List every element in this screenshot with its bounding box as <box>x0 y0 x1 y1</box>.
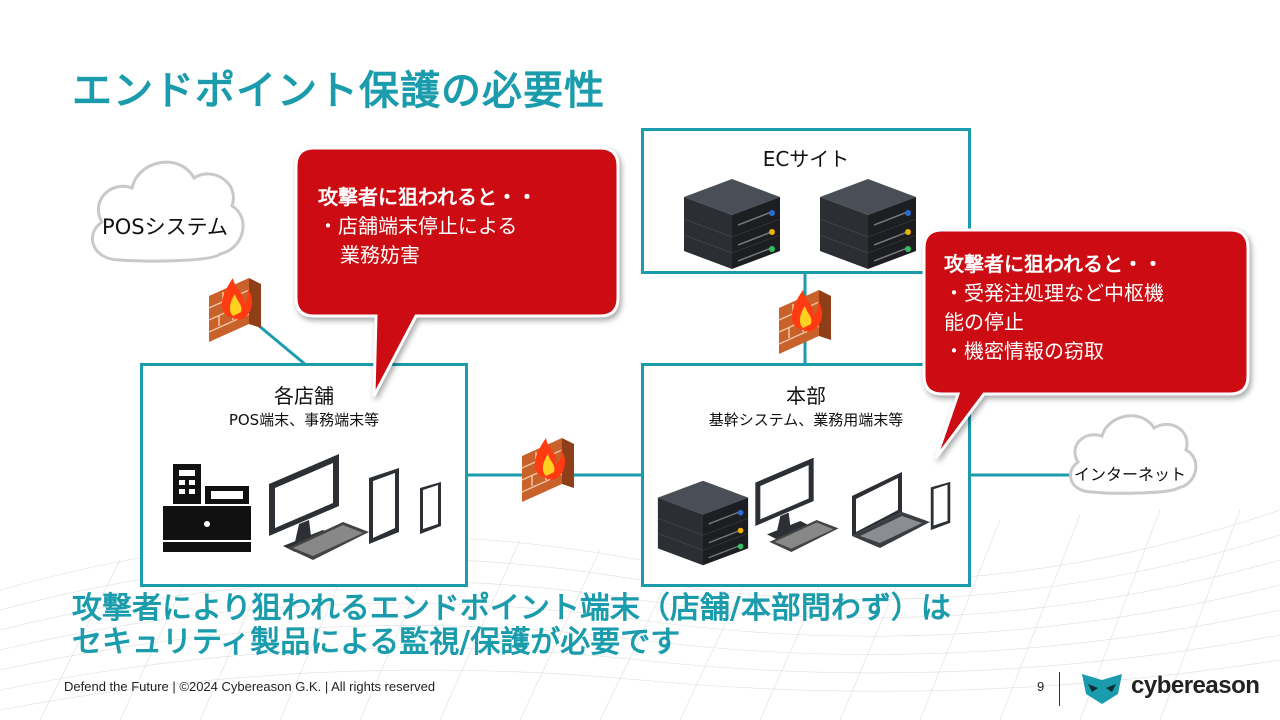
callout-hq-heading: 攻撃者に狙われると・・ <box>944 252 1163 276</box>
brand-name: cybereason <box>1131 672 1260 699</box>
key-message-line1: 攻撃者により狙われるエンドポイント端末（店舗/本部問わず）は <box>72 591 951 626</box>
store-title: 各店舗 <box>274 384 334 408</box>
firewall-icon <box>521 438 574 502</box>
ec-site-box: ECサイト <box>641 128 971 274</box>
hq-title: 本部 <box>786 384 826 408</box>
page-number: 9 <box>1037 679 1045 694</box>
callout-hq-line1: ・受発注処理など中枢機 <box>944 281 1164 305</box>
server-icon <box>684 179 780 269</box>
keyboard-icon <box>769 519 839 553</box>
monitor-icon <box>755 457 814 540</box>
hq-subtitle: 基幹システム、業務用端末等 <box>708 411 904 429</box>
cloud-icon <box>1068 414 1198 495</box>
store-subtitle: POS端末、事務端末等 <box>228 411 380 429</box>
smartphone-icon <box>930 481 951 531</box>
smartphone-icon <box>420 482 441 534</box>
callout-hq-line2: 能の停止 <box>944 310 1024 334</box>
key-message-line2: セキュリティ製品による監視/保護が必要です <box>72 625 681 660</box>
pos-system-label: POSシステム <box>102 215 228 239</box>
keyboard-icon <box>287 522 369 560</box>
callout-hq-text: 攻撃者に狙われると・・ ・受発注処理など中枢機 能の停止 ・機密情報の窃取 <box>944 250 1164 366</box>
callout-hq <box>922 228 1250 459</box>
key-message: 攻撃者により狙われるエンドポイント端末（店舗/本部問わず）は セキュリティ製品に… <box>72 592 951 660</box>
tablet-icon <box>369 468 399 544</box>
callout-store-line2: 業務妨害 <box>340 243 420 267</box>
callout-store <box>294 146 620 397</box>
hq-box: 本部 基幹システム、業務用端末等 <box>641 363 971 587</box>
cybereason-logo-icon <box>1082 674 1122 704</box>
firewall-icon <box>778 290 831 354</box>
footer-copyright: Defend the Future | ©2024 Cybereason G.K… <box>64 679 436 694</box>
callout-store-text: 攻撃者に狙われると・・ ・店舗端末停止による 業務妨害 <box>318 183 537 270</box>
server-icon <box>820 179 916 269</box>
page-title: エンドポイント保護の必要性 <box>72 68 605 114</box>
server-icon <box>657 480 749 566</box>
ec-site-title: ECサイト <box>762 147 850 171</box>
internet-label: インターネット <box>1073 465 1186 484</box>
footer-divider <box>1059 672 1060 706</box>
laptop-icon <box>852 472 930 548</box>
cash-register-icon <box>163 464 251 552</box>
callout-hq-line3: ・機密情報の窃取 <box>944 339 1104 363</box>
background-mesh <box>0 509 1280 720</box>
callout-store-heading: 攻撃者に狙われると・・ <box>318 185 537 209</box>
firewall-icon <box>208 278 261 342</box>
callout-store-line1: ・店舗端末停止による <box>318 214 518 238</box>
store-box: 各店舗 POS端末、事務端末等 <box>140 363 468 587</box>
cloud-icon <box>90 160 245 263</box>
